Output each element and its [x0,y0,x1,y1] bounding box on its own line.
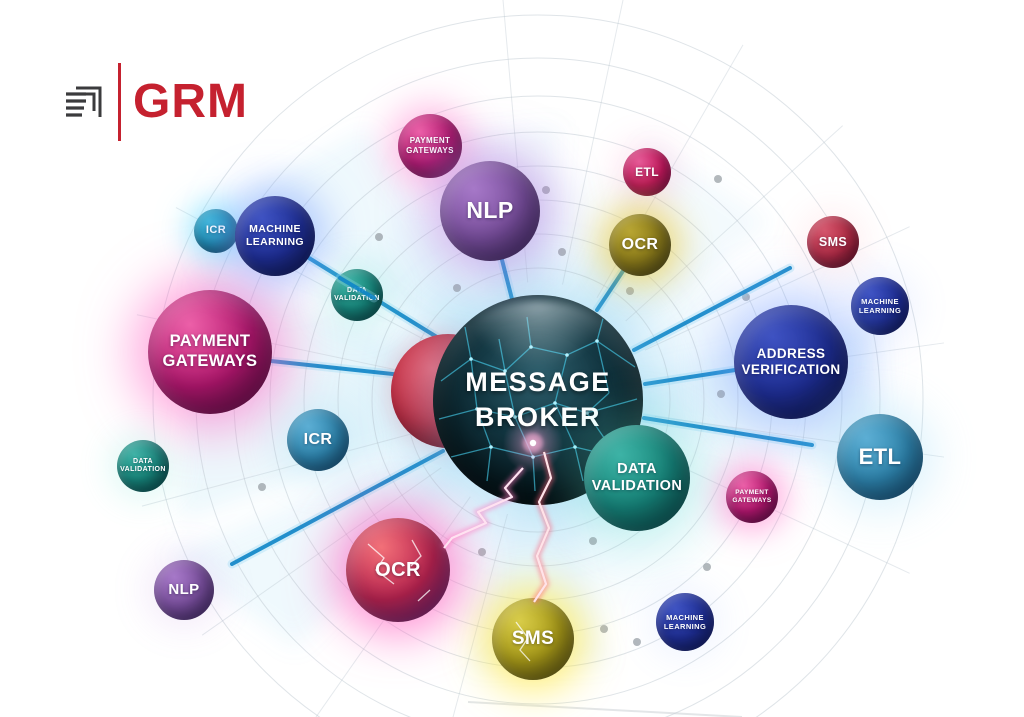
machine-learning-top-left-label: LEARNING [245,236,305,248]
etl-top-sphere: ETL [623,148,671,196]
nlp-bottom-left-sphere: NLP [154,560,214,620]
data-validation-left-label: VALIDATION [120,466,166,473]
machine-learning-top-left-label: MACHINE [249,223,301,236]
data-validation-big-label: DATA [617,460,657,477]
sms-bottom-label: SMS [511,627,555,649]
icr-top-left-label: ICR [205,224,227,237]
payment-gateways-big-label: PAYMENT [169,332,251,351]
payment-gateways-top-label: PAYMENT [409,136,451,146]
payment-gateways-right-label: GATEWAYS [732,497,772,504]
ocr-top-sphere: OCR [609,214,671,276]
machine-learning-right-label: MACHINE [861,297,899,306]
etl-right-sphere: ETL [837,414,923,500]
nlp-top-label: NLP [466,197,514,224]
payment-gateways-top-label: GATEWAYS [406,146,454,155]
address-verification-label: VERIFICATION [741,362,841,377]
data-validation-left-label: DATA [132,457,153,465]
icr-top-left-sphere: ICR [194,209,238,253]
machine-learning-bottom-label: LEARNING [663,622,707,631]
etl-right-label: ETL [858,443,902,469]
data-validation-big-label: VALIDATION [591,478,683,494]
ocr-bottom-label: OCR [375,559,421,581]
data-validation-mid-label: VALIDATION [334,295,380,302]
logo-text: GRM [133,75,248,128]
document-stack-icon [66,86,102,117]
sms-top-right-sphere: SMS [807,216,859,268]
address-verification-label: ADDRESS [756,345,826,361]
ocr-bottom-sphere: OCR [346,518,450,622]
icr-left-label: ICR [303,431,333,449]
sms-top-right-label: SMS [818,234,848,249]
icr-left-sphere: ICR [287,409,349,471]
payment-gateways-big-label: GATEWAYS [162,352,258,370]
nlp-bottom-left-label: NLP [168,581,200,598]
sms-bottom-sphere: SMS [492,598,574,680]
nlp-top-sphere: NLP [440,161,540,261]
data-validation-mid-label: DATA [346,286,367,294]
grm-logo: GRM [62,62,248,142]
logo-divider [118,63,121,141]
machine-learning-bottom-label: MACHINE [666,613,704,622]
ocr-top-label: OCR [621,236,659,254]
etl-top-label: ETL [635,164,659,179]
payment-gateways-right-label: PAYMENT [735,489,769,497]
machine-learning-right-label: LEARNING [858,306,902,315]
